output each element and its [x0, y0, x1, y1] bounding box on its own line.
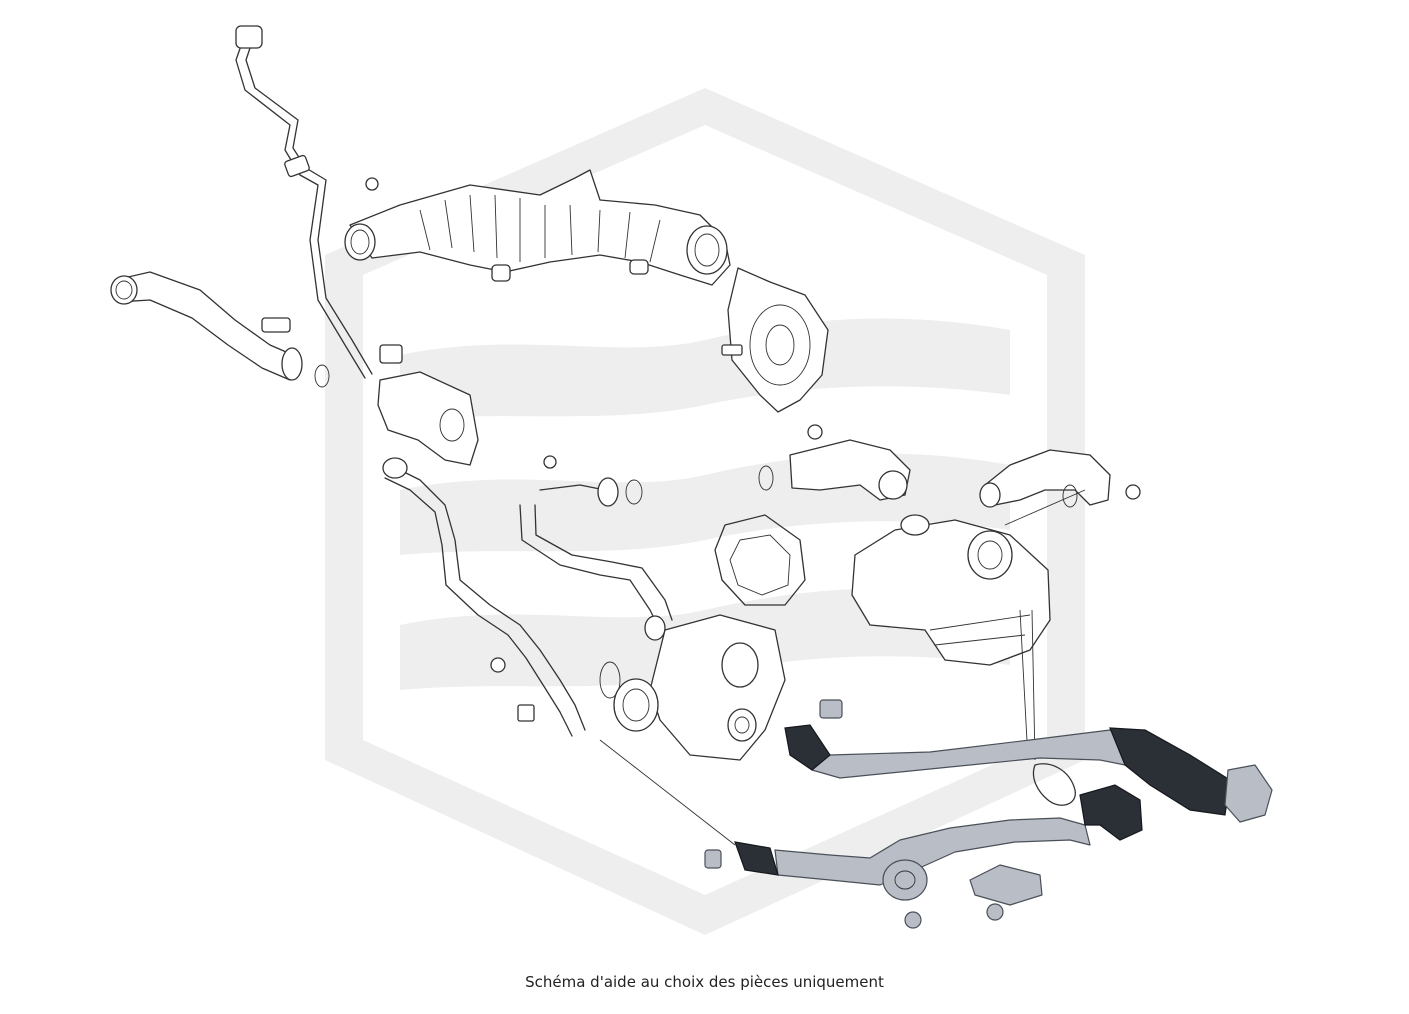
- bolt-icon: [490, 657, 506, 673]
- bolt-icon: [543, 455, 557, 469]
- left-hose: [110, 271, 330, 388]
- bolt-icon: [365, 177, 379, 191]
- bolt-icon: [807, 424, 823, 440]
- o-ring: [758, 465, 774, 491]
- egr-valve: [377, 344, 479, 466]
- diagram-caption: Schéma d'aide au choix des pièces unique…: [525, 973, 884, 991]
- middle-hoses: [382, 455, 673, 737]
- o-ring: [625, 479, 643, 505]
- leader-lines: [599, 489, 1086, 846]
- thin-coolant-pipe: [235, 25, 373, 379]
- intake-pipe: [344, 169, 731, 286]
- o-ring: [1062, 484, 1078, 508]
- water-pump: [721, 267, 829, 413]
- thermostat-housing: [613, 614, 786, 761]
- o-ring: [599, 661, 621, 699]
- highlighted-pipe-assembly: [704, 699, 1273, 929]
- bolt-icon: [904, 911, 922, 929]
- oil-cooler: [851, 514, 1051, 761]
- pipe-connector-top: [235, 25, 263, 49]
- bolt-icon: [1125, 484, 1141, 500]
- short-elbow-pipe: [758, 424, 911, 501]
- o-ring: [314, 364, 330, 388]
- right-upper-hose: [979, 449, 1141, 508]
- bolt-icon: [986, 903, 1004, 921]
- gasket: [714, 514, 806, 606]
- hose-clamp: [1032, 763, 1076, 806]
